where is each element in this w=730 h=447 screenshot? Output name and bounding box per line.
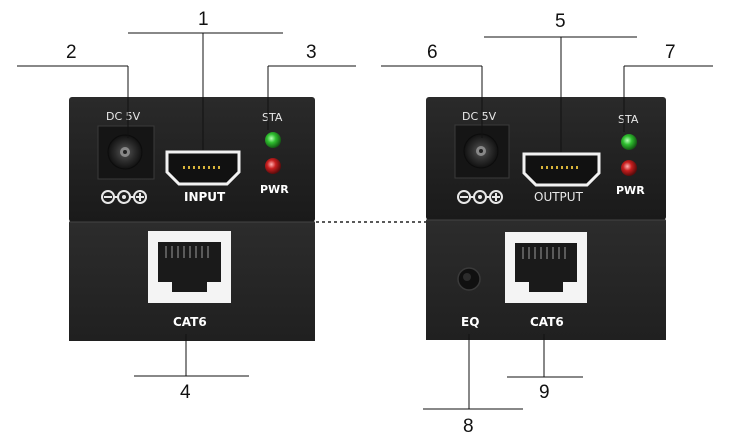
callout-7: 7	[665, 42, 676, 63]
polarity-icon	[101, 190, 147, 204]
callout-4: 4	[180, 382, 191, 403]
receiver-port-label: CAT6	[530, 315, 564, 329]
receiver-sta-led	[621, 134, 637, 150]
transmitter-sta-led	[265, 132, 281, 148]
transmitter-port-label: CAT6	[173, 315, 207, 329]
transmitter-hdmi-label: INPUT	[184, 190, 226, 204]
transmitter-pwr-label: PWR	[260, 183, 289, 196]
receiver-hdmi-port[interactable]	[522, 152, 601, 187]
receiver-eq-label: EQ	[461, 315, 479, 329]
receiver-hdmi-label: OUTPUT	[534, 190, 584, 204]
transmitter-unit: DC 5V INPUT STA PWR	[69, 97, 315, 341]
callout-3: 3	[306, 42, 317, 63]
callout-5: 5	[555, 11, 566, 32]
callout-6: 6	[427, 42, 438, 63]
rj45-contacts	[522, 247, 566, 259]
callout-9: 9	[539, 382, 550, 403]
receiver-power-label: DC 5V	[462, 110, 497, 123]
receiver-sta-label: STA	[618, 113, 639, 126]
rj45-contacts	[165, 246, 209, 258]
receiver-unit: DC 5V OUTPUT STA PWR	[426, 97, 666, 340]
transmitter-pwr-led	[265, 158, 281, 174]
transmitter-sta-label: STA	[262, 111, 283, 124]
hdmi-pins	[183, 166, 220, 169]
receiver-pwr-label: PWR	[616, 184, 645, 197]
callout-1: 1	[198, 9, 209, 30]
hdmi-pins	[541, 166, 578, 169]
polarity-icon	[457, 190, 503, 204]
callout-2: 2	[66, 42, 77, 63]
callout-8: 8	[463, 416, 474, 437]
callout-lines	[17, 32, 713, 410]
receiver-pwr-led	[621, 160, 637, 176]
transmitter-power-label: DC 5V	[106, 110, 141, 123]
